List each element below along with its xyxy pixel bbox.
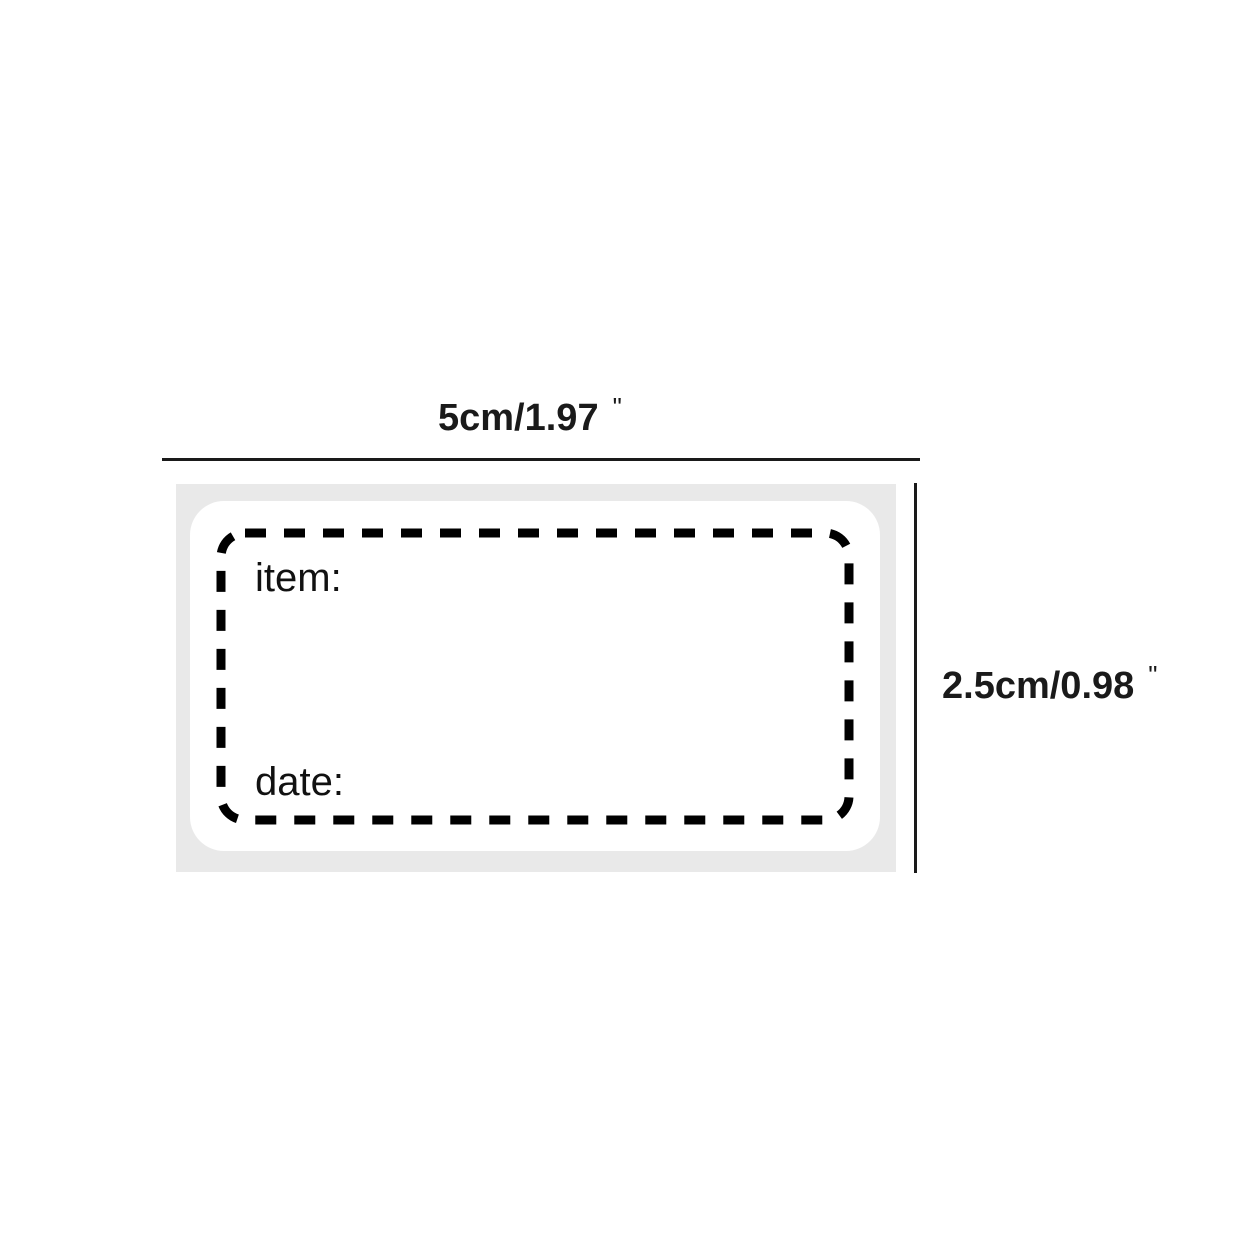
date-field-label: date:	[255, 760, 344, 804]
item-field-label: item:	[255, 556, 342, 600]
width-dimension-value: 5cm/1.97	[438, 397, 599, 439]
height-dimension-line	[914, 483, 917, 873]
inch-mark: "	[612, 392, 622, 422]
height-dimension-label: 2.5cm/0.98 "	[942, 660, 1158, 708]
width-dimension-line	[162, 458, 920, 461]
inch-mark: "	[1148, 660, 1158, 690]
sticker-label	[190, 501, 880, 851]
dashed-border-rect	[216, 528, 854, 825]
height-dimension-value: 2.5cm/0.98	[942, 665, 1135, 707]
width-dimension-label: 5cm/1.97 "	[438, 392, 622, 440]
